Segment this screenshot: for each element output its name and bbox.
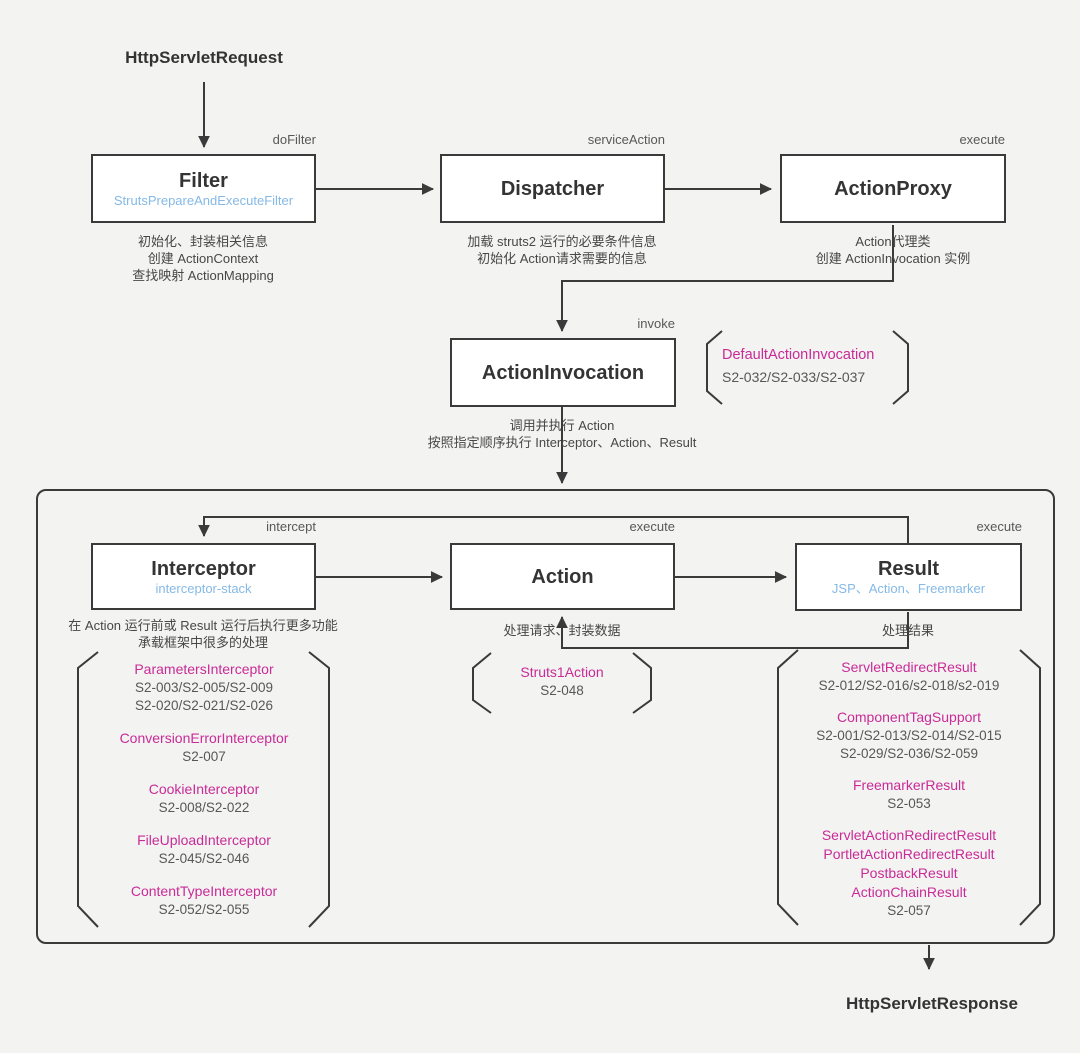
dispatcher-note-2: 初始化 Action请求需要的信息 [477,251,647,266]
action-vuln-list: Struts1Action S2-048 [470,663,654,700]
filter-note-2: 创建 ActionContext [147,251,259,266]
vuln-group: ParametersInterceptor S2-003/S2-005/S2-0… [134,660,273,715]
vuln-name: ConversionErrorInterceptor [119,730,289,746]
result-vuln-list: ServletRedirectResult S2-012/S2-016/s2-0… [778,658,1040,920]
vuln-name: PortletActionRedirectResult [823,846,995,862]
vuln-cve: S2-048 [540,683,584,698]
vuln-group: FreemarkerResult S2-053 [853,776,965,813]
filter-note-1: 初始化、封装相关信息 [137,234,268,249]
proxy-note-2: 创建 ActionInvocation 实例 [815,251,971,266]
filter-box: Filter StrutsPrepareAndExecuteFilter [91,154,316,223]
dispatcher-method-label: serviceAction [587,132,665,147]
vuln-group: ContentTypeInterceptor S2-052/S2-055 [131,882,277,919]
dispatcher-notes: 加载 struts2 运行的必要条件信息 初始化 Action请求需要的信息 [467,233,656,267]
interceptor-notes: 在 Action 运行前或 Result 运行后执行更多功能 承载框架中很多的处… [68,617,337,651]
vuln-name: Struts1Action [520,664,604,680]
action-invocation-title: ActionInvocation [481,361,645,384]
http-servlet-request-label: HttpServletRequest [125,48,283,67]
dispatcher-title: Dispatcher [500,177,605,200]
vuln-cve: S2-001/S2-013/S2-014/S2-015 [816,728,1002,743]
action-invocation-box: ActionInvocation [450,338,676,407]
filter-note-3: 查找映射 ActionMapping [132,268,274,283]
arrow-result-back-to-action [556,612,909,649]
interceptor-box: Interceptor interceptor-stack [91,543,316,610]
interceptor-vuln-list: ParametersInterceptor S2-003/S2-005/S2-0… [78,660,330,919]
interceptor-title: Interceptor [151,557,256,580]
lifecycle-container-box [36,489,1055,944]
vuln-name: ServletRedirectResult [841,659,977,675]
bracket-result-list-left [777,649,799,926]
vuln-name: ContentTypeInterceptor [130,883,278,899]
invocation-method-label: invoke [637,316,675,331]
action-method-label: execute [629,519,675,534]
dispatcher-note-1: 加载 struts2 运行的必要条件信息 [467,234,657,249]
filter-notes: 初始化、封装相关信息 创建 ActionContext 查找映射 ActionM… [132,233,274,284]
result-method-label: execute [976,519,1022,534]
interceptor-note-1: 在 Action 运行前或 Result 运行后执行更多功能 [68,618,338,633]
vuln-cve: S2-008/S2-022 [158,800,250,815]
bracket-result-list-right [1019,649,1041,926]
default-action-invocation-name: DefaultActionInvocation [722,347,875,363]
arrow-proxy-to-invocation [556,225,894,333]
vuln-name: FreemarkerResult [852,777,966,793]
default-action-invocation-annotation: DefaultActionInvocation S2-032/S2-033/S2… [722,345,874,389]
vuln-group: CookieInterceptor S2-008/S2-022 [149,780,260,817]
vuln-group: ConversionErrorInterceptor S2-007 [120,729,289,766]
http-servlet-response-label: HttpServletResponse [846,994,1018,1013]
result-subtitle: JSP、Action、Freemarker [831,581,986,596]
vuln-name: ParametersInterceptor [134,661,274,677]
invocation-note-2: 按照指定顺序执行 Interceptor、Action、Result [427,435,697,450]
vuln-cve: S2-020/S2-021/S2-026 [134,698,274,713]
bracket-action-list-right [632,652,652,714]
vuln-cve: S2-052/S2-055 [158,902,250,917]
default-action-invocation-cves: S2-032/S2-033/S2-037 [722,369,866,385]
result-title: Result [877,558,940,580]
vuln-name: CookieInterceptor [148,781,260,797]
bracket-default-invocation-left [706,330,723,405]
vuln-cve: S2-029/S2-036/S2-059 [839,746,979,761]
action-proxy-title: ActionProxy [834,177,952,200]
proxy-note-1: Action代理类 [855,234,931,249]
vuln-name: FileUploadInterceptor [137,832,271,848]
interceptor-subtitle: interceptor-stack [155,580,252,596]
action-proxy-box: ActionProxy [780,154,1006,223]
vuln-group: FileUploadInterceptor S2-045/S2-046 [137,831,271,868]
invocation-notes: 调用并执行 Action 按照指定顺序执行 Interceptor、Action… [428,417,697,451]
vuln-name: ServletActionRedirectResult [821,827,997,843]
interceptor-method-label: intercept [266,519,316,534]
filter-method-label: doFilter [272,132,316,147]
bracket-interceptor-list-left [77,651,99,928]
result-note: 处理结果 [881,623,935,638]
filter-title: Filter [179,169,228,192]
action-title: Action [531,565,594,588]
vuln-name: PostbackResult [860,865,958,881]
vuln-group: Struts1Action S2-048 [520,663,603,700]
action-note: 处理请求、封装数据 [503,623,621,638]
vuln-cve: S2-045/S2-046 [158,851,250,866]
vuln-cve: S2-053 [887,796,931,811]
vuln-cve: S2-003/S2-005/S2-009 [134,680,274,695]
vuln-group: ComponentTagSupport S2-001/S2-013/S2-014… [816,708,1001,763]
vuln-cve: S2-057 [887,903,931,918]
vuln-name: ActionChainResult [851,884,967,900]
arrow-result-to-interceptor [198,516,909,544]
proxy-notes: Action代理类 创建 ActionInvocation 实例 [816,233,971,267]
bracket-action-list-left [472,652,492,714]
dispatcher-box: Dispatcher [440,154,665,223]
interceptor-note-2: 承载框架中很多的处理 [137,635,268,650]
filter-subtitle: StrutsPrepareAndExecuteFilter [113,192,294,208]
bracket-default-invocation-right [892,330,909,405]
vuln-group: ServletActionRedirectResult PortletActio… [822,826,996,920]
bracket-interceptor-list-right [308,651,330,928]
vuln-cve: S2-012/S2-016/s2-018/s2-019 [818,678,1000,693]
vuln-cve: S2-007 [182,749,226,764]
invocation-note-1: 调用并执行 Action [509,418,615,433]
action-box: Action [450,543,675,610]
vuln-group: ServletRedirectResult S2-012/S2-016/s2-0… [819,658,1000,695]
vuln-name: ComponentTagSupport [836,709,981,725]
proxy-method-label: execute [959,132,1005,147]
result-box: Result JSP、Action、Freemarker [795,543,1022,611]
